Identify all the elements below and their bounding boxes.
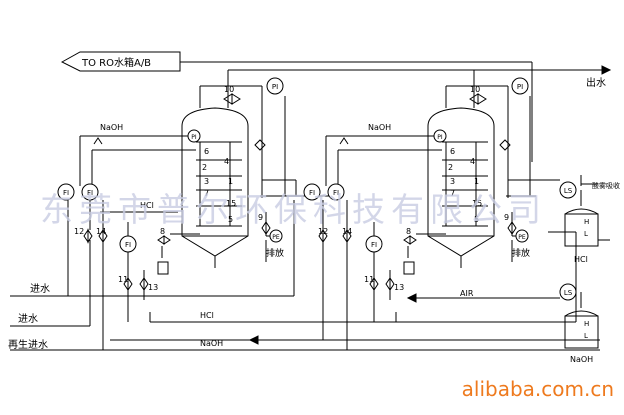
right-ejector [403, 261, 415, 275]
valve-num-6-right: 6 [450, 147, 455, 156]
naoh-level-l: L [584, 332, 588, 340]
right-fi-1-gauge [303, 183, 321, 201]
valve-num-7-right: 7 [450, 189, 455, 198]
naoh-level-h: H [584, 320, 589, 328]
left-pi-top-gauge [266, 77, 284, 95]
right-fi-3-gauge [365, 235, 383, 253]
valve-num-6-left: 6 [204, 147, 209, 156]
valve-num-11-right: 11 [364, 275, 374, 284]
right-sight-y [499, 139, 511, 151]
hcl-level-h: H [584, 218, 589, 226]
hcl-ls-tag: LS [564, 187, 573, 195]
right-pi-top-gauge [511, 77, 529, 95]
valve-num-3-right: 3 [450, 177, 455, 186]
naoh-tank-label: NaOH [570, 355, 593, 364]
valve-num-10-left: 10 [224, 85, 234, 94]
valve-num-2-left: 2 [202, 163, 207, 172]
right-vessel-pi-gauge [433, 129, 447, 143]
valve-num-2-right: 2 [448, 163, 453, 172]
regen-inlet-label: 再生进水 [8, 338, 48, 351]
valve-num-1-left: 1 [228, 177, 233, 186]
valve-13-right[interactable] [385, 276, 391, 292]
hcl-label-left: HCl [140, 201, 154, 210]
naoh-bottom-label: NaOH [200, 339, 223, 348]
right-exchanger-vessel [427, 107, 495, 257]
right-fi-2-tag: FI [333, 189, 339, 197]
left-exchanger-vessel [181, 107, 249, 257]
hcl-tank [564, 213, 599, 247]
valve-num-3-left: 3 [204, 177, 209, 186]
valve-num-10-right: 10 [470, 85, 480, 94]
left-fi-3-gauge [119, 235, 137, 253]
naoh-ls-tag: LS [564, 289, 573, 297]
left-fi-3-tag: FI [125, 241, 131, 249]
valve-13-left[interactable] [139, 276, 145, 292]
hcl-tank-label: HCl [574, 255, 588, 264]
naoh-tank [564, 315, 599, 349]
left-fi-2-gauge [81, 183, 99, 201]
valve-num-13-left: 13 [148, 283, 158, 292]
outlet-arrow [601, 65, 612, 75]
right-check-naoh [339, 137, 349, 145]
left-vessel-pi-gauge [187, 129, 201, 143]
right-fi-3-tag: FI [371, 241, 377, 249]
right-fi-2-gauge [327, 183, 345, 201]
left-pe-tag: PE [272, 234, 280, 241]
naoh-label-right: NaOH [368, 123, 391, 132]
valve-symbols [83, 93, 517, 292]
left-pi-top-tag: PI [272, 83, 278, 91]
valve-num-15-right: 15 [472, 199, 482, 208]
hcl-label-mid: HCl [200, 311, 214, 320]
drain-label-left: 排放 [266, 247, 284, 259]
drain-label-right: 排放 [512, 247, 530, 259]
right-pe-gauge [515, 229, 529, 243]
valve-num-4-left: 4 [224, 157, 229, 166]
naoh-ls-gauge [559, 283, 577, 301]
outlet-label: 出水 [586, 76, 606, 89]
valve-num-13-right: 13 [394, 283, 404, 292]
brand-logo-text: alibaba.com.cn [461, 377, 614, 401]
valve-num-15-left: 15 [226, 199, 236, 208]
valve-num-9-left: 9 [258, 213, 263, 222]
left-vessel-pi-tag: PI [191, 134, 197, 141]
hcl-ls-gauge [559, 181, 577, 199]
right-pi-top-tag: PI [517, 83, 523, 91]
left-check-naoh [93, 137, 103, 145]
valve-num-4-right: 4 [470, 157, 475, 166]
left-fi-1-gauge [57, 183, 75, 201]
naoh-label-left: NaOH [100, 123, 123, 132]
left-pe-gauge [269, 229, 283, 243]
watermark-text: 东莞市普尔环保科技有限公司 [40, 190, 547, 229]
valve-8-left[interactable] [157, 235, 165, 245]
valve-num-9-right: 9 [504, 213, 509, 222]
left-fi-1-tag: FI [63, 189, 69, 197]
left-sight-y [254, 139, 266, 151]
valve-num-5-left: 5 [228, 215, 233, 224]
brand-bar: alibaba.com.cn [0, 375, 624, 415]
right-vessel-pi-tag: PI [437, 134, 443, 141]
air-label: AIR [460, 289, 474, 298]
valve-num-14-left: 14 [96, 227, 106, 236]
valve-num-8-right: 8 [406, 227, 411, 236]
right-fi-1-tag: FI [309, 189, 315, 197]
ro-tank-label: TO RO水箱A/B [81, 56, 151, 69]
valve-num-12-left: 12 [74, 227, 84, 236]
valve-num-7-left: 7 [204, 189, 209, 198]
left-ejector [157, 261, 169, 275]
valve-num-5-right: 5 [474, 215, 479, 224]
inlet-label-2: 进水 [18, 313, 38, 325]
valve-12-left[interactable] [83, 228, 89, 244]
valve-8-right[interactable] [403, 235, 411, 245]
hcl-level-l: L [584, 230, 588, 238]
valve-num-12-right: 12 [318, 227, 328, 236]
left-fi-2-tag: FI [87, 189, 93, 197]
valve-num-14-right: 14 [342, 227, 352, 236]
inlet-label-1: 进水 [30, 283, 50, 295]
acid-mist-label: 酸雾吸收 [592, 181, 620, 190]
valve-num-1-right: 1 [474, 177, 479, 186]
valve-num-11-left: 11 [118, 275, 128, 284]
valve-num-8-left: 8 [160, 227, 165, 236]
right-pe-tag: PE [518, 234, 526, 241]
